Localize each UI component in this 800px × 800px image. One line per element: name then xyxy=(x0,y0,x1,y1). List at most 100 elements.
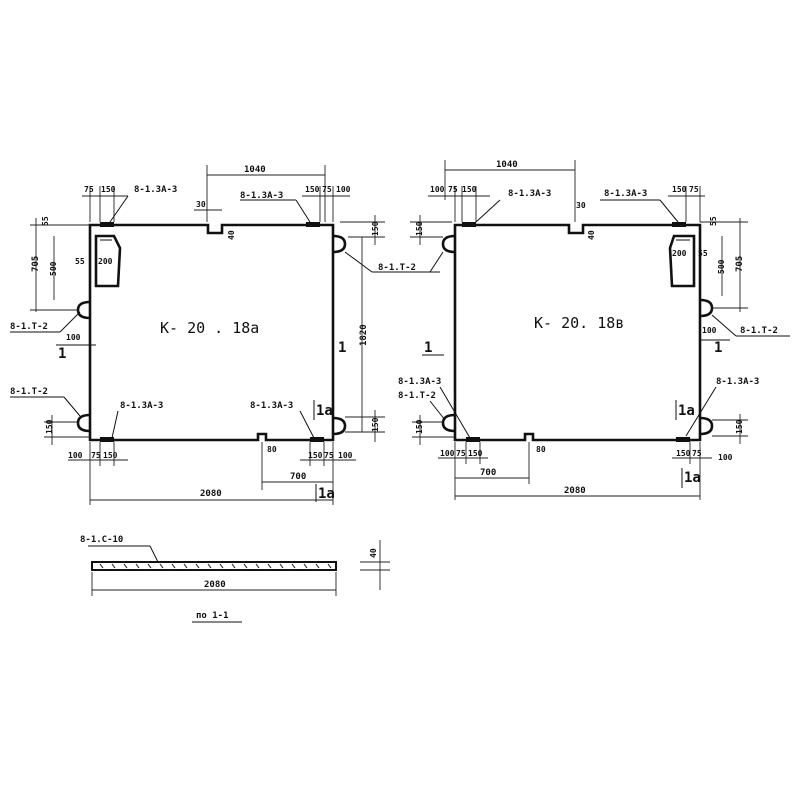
leader-line xyxy=(344,251,373,273)
dim-150: 150 xyxy=(371,417,380,432)
dim-100: 100 xyxy=(336,185,351,194)
panel-b-title: К- 20. 18в xyxy=(534,314,624,332)
leader-line xyxy=(429,400,446,421)
dim-75: 75 xyxy=(91,451,101,460)
panel-b-embed-plate xyxy=(462,222,476,227)
panel-a-anchor-loop xyxy=(76,300,91,320)
panel-a-embed-plate xyxy=(100,437,114,442)
section-bar-tick xyxy=(207,563,212,569)
leader-line xyxy=(295,199,311,223)
dim-40: 40 xyxy=(227,230,236,240)
dim-200: 200 xyxy=(98,257,113,266)
dim-75: 75 xyxy=(456,449,466,458)
dim-30: 30 xyxy=(576,201,586,210)
dim-2080: 2080 xyxy=(204,580,226,590)
section-bar-tick xyxy=(123,563,128,569)
dim-700: 700 xyxy=(480,468,496,478)
section-mark: 1а xyxy=(318,486,335,502)
section-bar-tick xyxy=(195,563,200,569)
section-bar-tick xyxy=(111,563,116,569)
dim-150: 150 xyxy=(415,221,424,236)
dim-75: 75 xyxy=(84,185,94,194)
dim-1040: 1040 xyxy=(244,165,266,175)
section-bar-label: 8-1.С-10 xyxy=(80,535,123,545)
section-bar-tick xyxy=(291,563,296,569)
section-bar-tick xyxy=(327,563,332,569)
dim-100: 100 xyxy=(702,326,717,335)
leader-line xyxy=(109,195,129,223)
section-caption: по 1-1 xyxy=(196,611,229,621)
section-bar-tick xyxy=(135,563,140,569)
section-mark: 1а xyxy=(316,403,333,419)
label-embed: 8-1.3А-3 xyxy=(716,377,759,387)
label-embed: 8-1.3А-3 xyxy=(604,189,647,199)
dim-150: 150 xyxy=(468,449,483,458)
section-mark: 1а xyxy=(684,470,701,486)
label-embed: 8-1.3А-3 xyxy=(250,401,293,411)
dim-150: 150 xyxy=(672,185,687,194)
panel-b-anchor-loop xyxy=(441,413,456,433)
section-bar-tick xyxy=(147,563,152,569)
panel-a-outline xyxy=(88,223,335,442)
dim-150: 150 xyxy=(103,451,118,460)
section-bar-tick xyxy=(243,563,248,569)
label-embed: 8-1.3А-3 xyxy=(240,191,283,201)
section-bar-tick xyxy=(219,563,224,569)
dim-700: 700 xyxy=(290,472,306,482)
dim-200: 200 xyxy=(672,249,687,258)
section-bar-tick xyxy=(231,563,236,569)
dim-40: 40 xyxy=(369,548,378,558)
dim-150: 150 xyxy=(462,185,477,194)
label-loop: 8-1.Т-2 xyxy=(378,263,416,273)
dim-705: 705 xyxy=(735,256,745,272)
panel-a-title: К- 20 . 18а xyxy=(160,319,259,337)
section-bar-tick xyxy=(279,563,284,569)
label-embed: 8-1.3А-3 xyxy=(120,401,163,411)
dim-500: 500 xyxy=(49,261,58,276)
dim-75: 75 xyxy=(692,449,702,458)
section-bar-tick xyxy=(267,563,272,569)
leader-line xyxy=(475,199,501,223)
section-mark: 1 xyxy=(424,340,432,356)
section-bar-tick xyxy=(303,563,308,569)
leader-line xyxy=(59,311,81,333)
label-loop: 8-1.Т-2 xyxy=(10,322,48,332)
label-embed: 8-1.3А-3 xyxy=(508,189,551,199)
dim-150: 150 xyxy=(415,419,424,434)
leader-line xyxy=(659,199,679,223)
dim-1820: 1820 xyxy=(359,324,369,346)
dim-80: 80 xyxy=(267,445,277,454)
panel-b-opening xyxy=(668,234,696,288)
leader-line xyxy=(711,314,737,337)
section-bar-tick xyxy=(255,563,260,569)
dim-75: 75 xyxy=(448,185,458,194)
dim-75: 75 xyxy=(322,185,332,194)
leader-line xyxy=(299,410,315,439)
section-mark: 1а xyxy=(678,403,695,419)
dim-2080: 2080 xyxy=(564,486,586,496)
dim-150: 150 xyxy=(45,419,54,434)
panel-b: К- 20. 18в 1040 100 75 150 8-1.3А-3 30 4… xyxy=(398,160,790,500)
panel-a-embed-plate xyxy=(306,222,320,227)
panel-b-outline xyxy=(453,223,702,442)
dim-150: 150 xyxy=(101,185,116,194)
section-bar-tick xyxy=(159,563,164,569)
dim-705: 705 xyxy=(31,256,41,272)
section-bar-ticks xyxy=(99,563,332,569)
panel-a-opening xyxy=(94,234,122,288)
section-bar-tick xyxy=(183,563,188,569)
label-loop: 8-1.Т-2 xyxy=(740,326,778,336)
dim-75: 75 xyxy=(689,185,699,194)
panel-b-anchor-loop xyxy=(699,298,714,318)
panel-a: К- 20 . 18а 1040 75 150 8-1.3А-3 30 40 8… xyxy=(10,165,440,505)
dim-55: 55 xyxy=(709,216,718,226)
section-mark: 1 xyxy=(58,346,66,362)
dim-150: 150 xyxy=(676,449,691,458)
panel-a-anchor-loop xyxy=(332,416,347,436)
panel-a-anchor-loop xyxy=(76,413,91,433)
dim-80: 80 xyxy=(536,445,546,454)
section-bar-tick xyxy=(99,563,104,569)
panel-b-anchor-loop xyxy=(699,416,714,436)
dim-100: 100 xyxy=(440,449,455,458)
